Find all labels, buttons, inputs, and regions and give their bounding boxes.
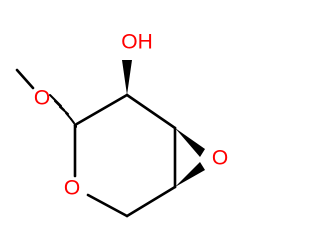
molecule-structure-diagram: O OH O O (15, 31, 228, 218)
bond-c2-c3 (73, 93, 129, 127)
methoxy-oxygen-label: O (34, 87, 50, 110)
bond-c5-c6 (125, 185, 177, 218)
bond-methyl-methoxy-oxygen (15, 68, 35, 90)
epoxide-oxygen-label: O (212, 147, 228, 170)
bond-c4-epoxide-oxygen-wedge (175, 128, 205, 157)
bond-c5-epoxide-oxygen-wedge (175, 162, 205, 187)
ring-oxygen-label: O (64, 177, 80, 200)
bond-c6-ring-oxygen (86, 193, 129, 218)
hydroxyl-label: OH (121, 31, 153, 54)
bond-c3-c4 (125, 93, 177, 130)
bond-c3-hydroxyl-wedge (122, 60, 132, 95)
bond-c2-methoxy-hashed-wedge (49, 94, 77, 128)
